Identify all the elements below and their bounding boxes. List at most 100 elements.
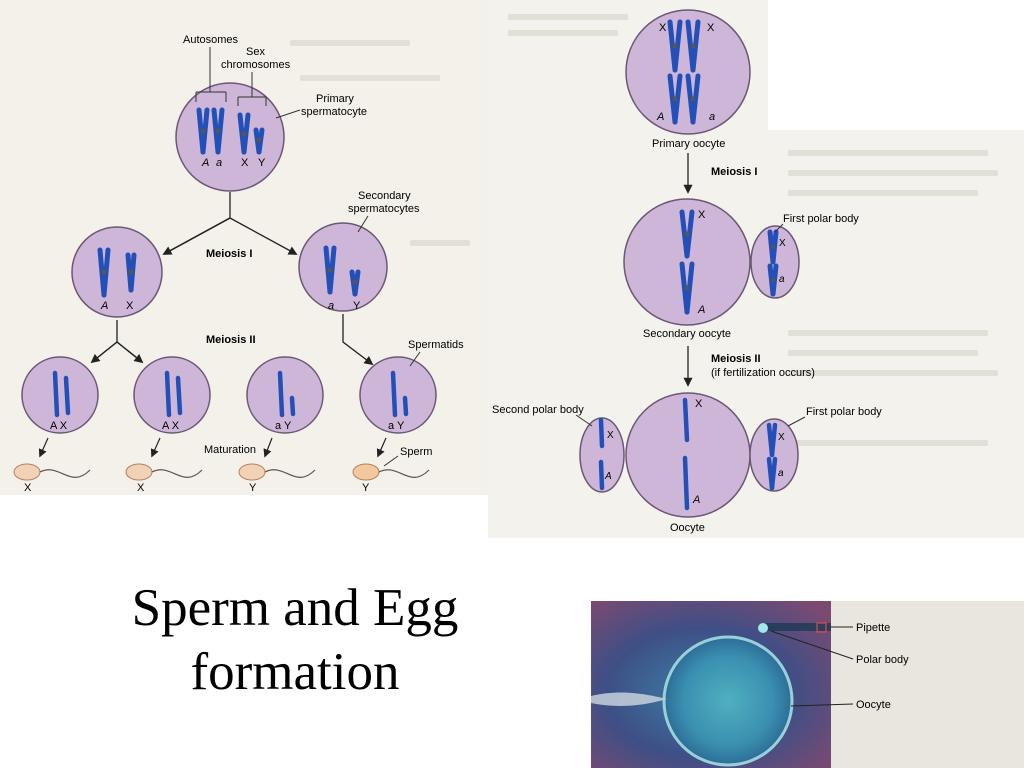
background-text-ghost [788,440,988,446]
background-text-ghost [788,170,998,176]
autosomes-label: Autosomes [183,34,239,46]
sex-chromosomes-label-2: chromosomes [221,59,291,71]
title-line-2: formation [190,643,400,701]
secondary-oocyte-allele: A [697,304,705,316]
background-text-ghost [508,14,628,20]
sperm-type-label: X [137,482,145,494]
background-text-ghost [788,350,978,356]
primary-oocyte-x1: X [659,22,667,34]
background-text-ghost [300,75,440,81]
spermatids-leader [409,351,421,367]
sec2-allele-label: a [328,300,334,312]
oocyte-x: X [695,398,703,410]
sec1-sex-label: X [126,300,134,312]
first-polar-body-leader-2 [787,416,806,427]
sperm-meiosis2-label: Meiosis II [206,334,256,346]
secondary-spermatocyte-cell [71,226,163,318]
sex-chromosomes-label-1: Sex [246,46,265,58]
secondary-oocyte-cell [623,198,751,326]
photo-oocyte-label: Oocyte [856,699,891,711]
autosomes-bracket [195,47,227,102]
primary-spermatocyte-label-1: Primary [316,93,354,105]
polar-body-image [758,623,768,633]
polar3-x: X [778,432,785,443]
oocyte-label: Oocyte [670,522,705,534]
primary-oocyte-x2: X [707,22,715,34]
sperm-head [238,463,266,481]
spermatogenesis-diagram: A a X Y Autosomes Sex chromosomes Primar… [13,34,464,494]
sperm-leader [383,455,399,467]
background-text-ghost [508,30,618,36]
secondary-oocyte-x: X [698,209,706,221]
meiosis2-arrow-right [342,314,374,366]
spermatid-cell [133,356,211,434]
secondary-oocyte-label: Secondary oocyte [643,328,731,340]
sperm-head [13,463,41,481]
sperm-tail [378,469,430,478]
sec2-sex-label: Y [353,300,361,312]
sperm-tail [39,469,91,478]
spermatid-label: a Y [388,420,405,432]
primary-oocyte-allele-upper: A [656,111,664,123]
secondary-spermatocyte-cell [298,222,388,312]
spermatogenesis-figure: A a X Y Autosomes Sex chromosomes Primar… [0,0,488,495]
primary-oocyte-label: Primary oocyte [652,138,725,150]
primary-spermatocyte-leader [275,109,301,119]
background-text-ghost [290,40,410,46]
sperm-cells [13,463,430,481]
sperm-tail [264,469,316,478]
oocyte-allele: A [692,494,700,506]
secondary-spermatocytes-label-1: Secondary [358,190,411,202]
second-polar-body-label: Second polar body [492,404,584,416]
spermatid-label: A X [50,420,68,432]
primary-spermatocyte-label-2: spermatocyte [301,106,367,118]
first-polar-body-label: First polar body [783,213,859,225]
primary-allele-a-upper: A [201,157,209,169]
oocyte-meiosis2-note: (if fertilization occurs) [711,367,815,379]
oocyte-meiosis1-label: Meiosis I [711,166,757,178]
holding-pipette-image [591,692,667,706]
polar3-allele: a [778,468,784,479]
sperm-tail [151,469,203,478]
meiosis1-arrows [163,192,296,254]
oocyte-micrograph-figure: Pipette Polar body Oocyte [591,601,1024,768]
sec1-allele-label: A [100,300,108,312]
background-text-ghost [788,150,988,156]
oogenesis-diagram: X X A a Primary oocyte Meiosis I X A X a… [492,9,882,534]
sperm-head [352,463,380,481]
sperm-label: Sperm [400,446,432,458]
oocyte-meiosis2-label: Meiosis II [711,353,761,365]
oogenesis-figure: X X A a Primary oocyte Meiosis I X A X a… [488,0,1024,538]
primary-y-label: Y [258,157,266,169]
second-polar-body-leader [575,414,593,427]
polar2-x: X [607,430,614,441]
secondary-spermatocytes-label-2: spermatocytes [348,203,420,215]
pipette-image [761,623,831,631]
primary-oocyte-allele-lower: a [709,111,715,123]
spermatid-label: a Y [275,420,292,432]
secondary-spermatocytes-leader [357,215,369,233]
polar-body-label: Polar body [856,654,909,666]
polar-body-leader [770,630,854,660]
background-text-ghost [410,240,470,246]
maturation-arrows [38,437,387,458]
pipette-label: Pipette [856,622,890,634]
sperm-head [125,463,153,481]
spermatid-cell [21,356,99,434]
polar1-x: X [779,238,786,249]
maturation-label: Maturation [204,444,256,456]
primary-x-label: X [241,157,249,169]
background-text-ghost [788,330,988,336]
slide-title: Sperm and Egg formation [60,576,530,704]
sperm-type-label: X [24,482,32,494]
spermatid-row [21,356,437,434]
spermatids-label: Spermatids [408,339,464,351]
oocyte-image [662,635,794,767]
spermatid-label: A X [162,420,180,432]
spermatid-cell [359,356,437,434]
spermatid-cell [246,356,324,434]
primary-oocyte-cell [625,9,751,135]
sperm-meiosis1-label: Meiosis I [206,248,252,260]
sex-chromosomes-bracket [237,72,267,106]
background-text-ghost [788,190,978,196]
